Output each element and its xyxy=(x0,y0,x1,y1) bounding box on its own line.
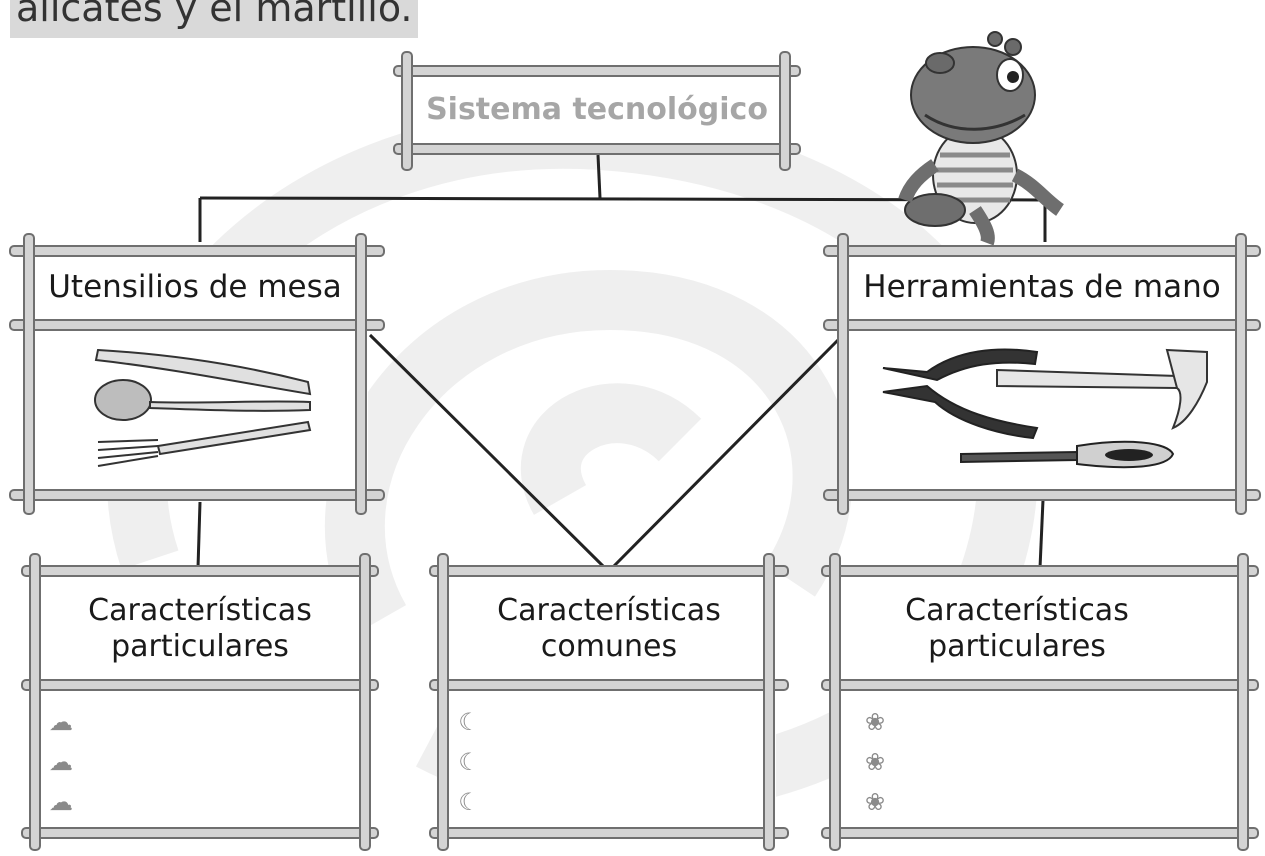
cloud-icon: ☁ xyxy=(49,788,73,816)
category-title: Herramientas de mano xyxy=(863,269,1221,306)
flower-icon: ❀ xyxy=(864,708,886,736)
cloud-icon: ☁ xyxy=(49,708,73,736)
flower-icon: ❀ xyxy=(864,748,886,776)
moon-icon: ☾ xyxy=(458,748,480,776)
sub-title: Características particulares xyxy=(88,593,312,664)
bamboo-frame xyxy=(393,51,801,171)
bamboo-frame xyxy=(821,553,1259,851)
sub-title: Características comunes xyxy=(497,593,721,664)
bamboo-frame xyxy=(21,553,379,851)
sub-title: Características particulares xyxy=(905,593,1129,664)
top-text-fragment: alicates y el martillo. xyxy=(10,0,419,38)
category-utensilios: Utensilios de mesa xyxy=(8,232,386,516)
category-herramientas: Herramientas de mano xyxy=(822,232,1262,516)
cloud-icon: ☁ xyxy=(49,748,73,776)
hand-tools-icon xyxy=(882,348,1208,469)
hippo-mascot-icon xyxy=(898,31,1065,245)
flower-icon: ❀ xyxy=(864,788,886,816)
moon-icon: ☾ xyxy=(458,788,480,816)
category-title: Utensilios de mesa xyxy=(48,269,342,306)
moon-icon: ☾ xyxy=(458,708,480,736)
particulares-box-left: Características particulares ☁ ☁ ☁ xyxy=(20,552,380,852)
particulares-box-right: Características particulares ❀ ❀ ❀ xyxy=(820,552,1260,852)
comunes-box: Características comunes ☾ ☾ ☾ xyxy=(428,552,790,852)
bamboo-frame xyxy=(429,553,789,851)
cutlery-icon xyxy=(94,348,312,467)
root-node: Sistema tecnológico xyxy=(392,48,802,174)
root-title: Sistema tecnológico xyxy=(426,92,768,127)
